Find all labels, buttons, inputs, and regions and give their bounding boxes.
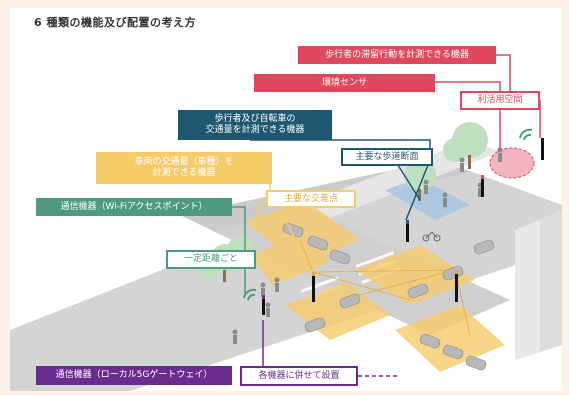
label-utilization-space: 利活用空間 [460, 91, 540, 110]
page-title: 6 種類の機能及び配置の考え方 [34, 16, 196, 29]
label-fixed-distance: 一定距離ごと [166, 250, 256, 269]
label-combined-install: 各機器に併せて設置 [240, 366, 358, 386]
label-pedestrian-bicycle-counter: 歩行者及び自転車の 交通量を計測できる機器 [178, 110, 332, 140]
label-environment-sensor: 環境センサ [254, 74, 435, 92]
label-vehicle-counter: 車両の交通量（車種）を 計測できる機器 [96, 152, 272, 184]
wifi-icon [243, 128, 533, 301]
pedestrians [232, 147, 503, 344]
bicycle [422, 231, 441, 242]
device-poles [262, 138, 544, 315]
label-wifi-access-point: 通信機器（Wi-Fiアクセスポイント） [36, 198, 232, 216]
label-local-5g-gateway: 通信機器（ローカル5Gゲートウェイ） [36, 366, 232, 385]
utilization-space-area [489, 147, 535, 179]
sidewalk-detection-area [385, 178, 470, 220]
tree-trunks [223, 155, 471, 282]
building-right-face [515, 220, 540, 360]
label-main-sidewalk-section: 主要な歩道断面 [341, 148, 433, 166]
label-pedestrian-stay-sensor: 歩行者の滞留行動を計測できる機器 [298, 46, 496, 64]
label-main-intersection: 主要な交差点 [266, 190, 356, 208]
